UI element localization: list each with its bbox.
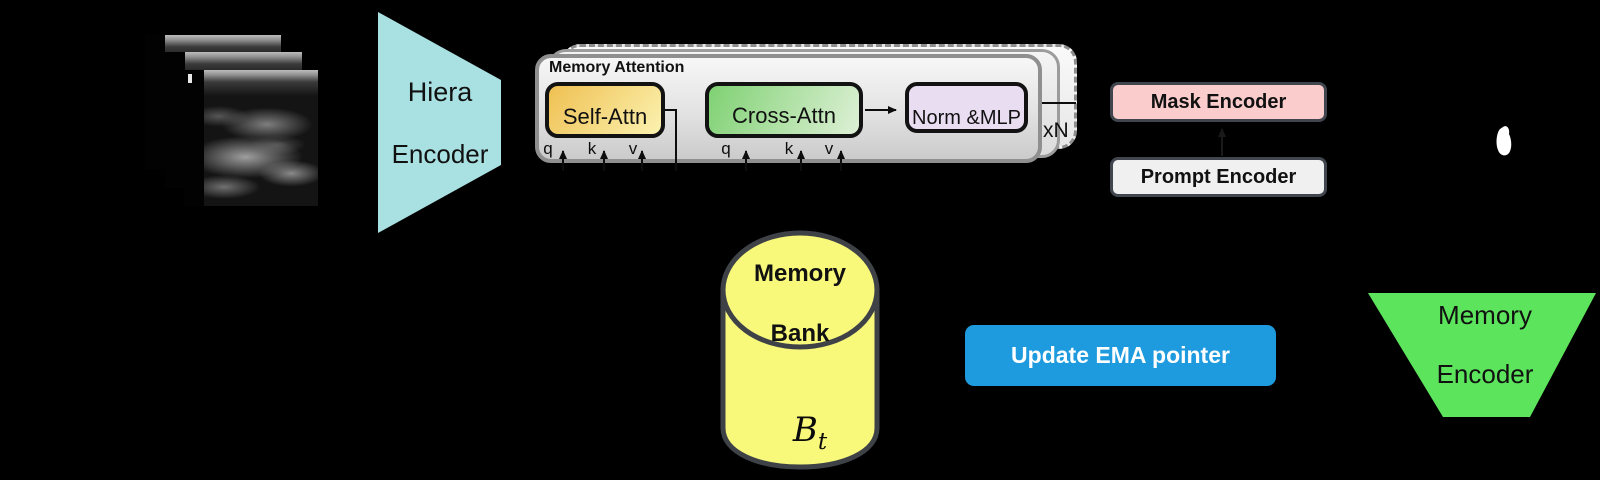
cross-attn-v-label: v — [824, 139, 834, 158]
self-attn-v-label: v — [628, 139, 638, 158]
memory-encoder-label-line2: Encoder — [1436, 359, 1534, 389]
self-attn-k-label: k — [587, 139, 597, 158]
hiera-encoder-trapezoid — [378, 12, 501, 233]
update-ema-pointer-box: Update EMA pointer — [965, 325, 1276, 386]
segmentation-mask-blob — [1496, 126, 1512, 156]
cross-attn-box: Cross-Attn — [705, 82, 863, 138]
memory-bank-symbol-base: B — [792, 410, 818, 450]
memory-attention-title: Memory Attention — [549, 59, 685, 76]
memory-bank-symbol-subscript: t — [817, 428, 828, 455]
hiera-encoder-label-line1: Hiera — [407, 77, 473, 107]
memory-encoder-label-line1: Memory — [1438, 300, 1532, 330]
norm-mlp-box: Norm &MLP — [905, 82, 1028, 133]
memory-bank-label-line1: Memory — [753, 260, 847, 287]
memory-bank-symbol: Bt — [733, 410, 887, 455]
ultrasound-frame-front — [184, 70, 318, 206]
cross-attn-q-label: q — [721, 139, 731, 158]
hiera-encoder-label-line2: Encoder — [391, 139, 489, 169]
prompt-encoder-box: Prompt Encoder — [1110, 157, 1327, 197]
repeat-xn-label: xN — [1043, 119, 1069, 142]
cross-attn-k-label: k — [784, 139, 794, 158]
self-attn-box: Self-Attn — [545, 82, 665, 138]
mask-encoder-box: Mask Encoder — [1110, 82, 1327, 122]
ultrasound-frame-marker — [188, 74, 192, 83]
memory-bank-label-line2: Bank — [770, 320, 830, 347]
self-attn-q-label: q — [543, 139, 553, 158]
